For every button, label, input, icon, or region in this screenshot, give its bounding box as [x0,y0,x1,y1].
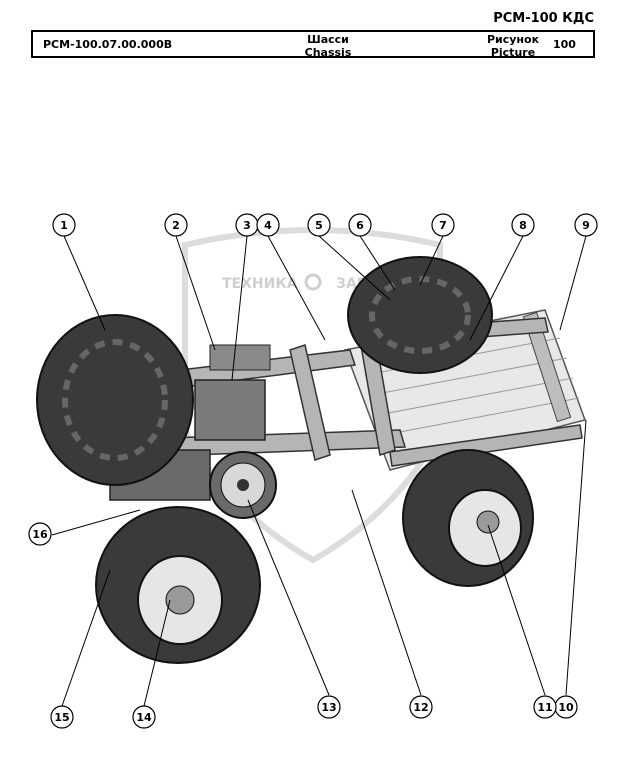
callout-3: 3 [235,213,259,237]
callout-label: 10 [558,701,574,714]
callout-7: 7 [431,213,455,237]
assembly-name-en: Chassis [304,46,352,59]
assembly-name-ru: Шасси [307,33,349,46]
callout-label: 16 [32,528,48,541]
title-block: РСМ-100.07.00.000В Шасси Chassis Рисунок… [31,30,595,59]
callout-4: 4 [256,213,280,237]
figure-number: 100 [553,38,576,51]
figure-label-en: Picture [490,46,536,59]
figure-label: Рисунок Picture [478,33,548,59]
assembly-name: Шасси Chassis [283,33,373,59]
callout-label: 15 [54,711,69,724]
callout-1: 1 [52,213,76,237]
callout-13: 13 [317,695,341,719]
callout-label: 3 [243,219,251,232]
callout-9: 9 [574,213,598,237]
callout-label: 7 [439,219,447,232]
callout-label: 2 [172,219,180,232]
callout-16: 16 [28,522,52,546]
callout-label: 6 [356,219,364,232]
callout-11: 11 [533,695,557,719]
callouts: 1 2 3 4 5 6 7 8 [28,213,598,729]
callout-label: 5 [315,219,323,232]
watermark-left-text: ТЕХНИКА [222,276,298,292]
watermark-gear-icon [304,273,322,291]
callout-label: 8 [519,219,527,232]
tire-front-left [36,314,194,486]
callout-5: 5 [307,213,331,237]
callout-label: 13 [321,701,336,714]
callout-label: 1 [60,219,68,232]
model-title: РСМ-100 КДС [493,11,594,26]
callout-12: 12 [409,695,433,719]
callout-label: 14 [136,711,152,724]
tire-front-right [95,506,261,664]
callout-2: 2 [164,213,188,237]
callout-8: 8 [511,213,535,237]
callout-label: 9 [582,219,590,232]
figure-label-ru: Рисунок [486,33,540,46]
drawing-code: РСМ-100.07.00.000В [43,38,173,51]
callout-label: 11 [537,701,552,714]
callout-10: 10 [554,695,578,719]
tire-rear-left-top [347,256,493,374]
leader-lines [51,235,587,707]
callout-15: 15 [50,705,74,729]
callout-label: 4 [264,219,272,232]
tire-rear-right [402,449,534,587]
callout-6: 6 [348,213,372,237]
callout-label: 12 [413,701,428,714]
callout-14: 14 [132,705,156,729]
cooling-fan [209,451,277,519]
